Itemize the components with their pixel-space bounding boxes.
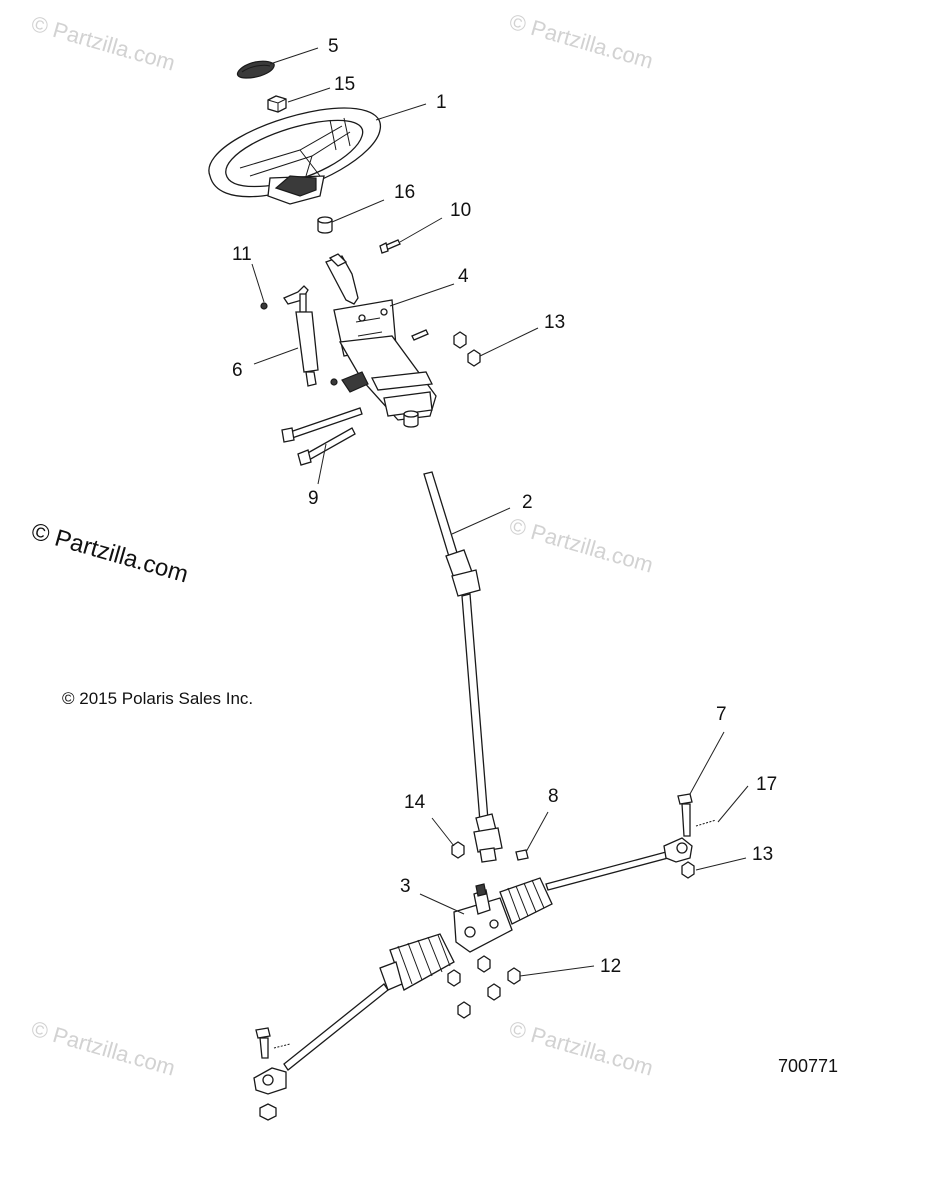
part-9-long-bolts — [281, 407, 363, 466]
copyright-text: © 2015 Polaris Sales Inc. — [62, 689, 253, 708]
watermark-mid-right: © Partzilla.com — [507, 513, 656, 578]
part-14-nut — [451, 841, 465, 859]
callout-2: 2 — [522, 492, 533, 513]
callout-13-upper: 13 — [544, 312, 565, 333]
watermark-bottom-right: © Partzilla.com — [507, 1016, 656, 1081]
callout-14: 14 — [404, 792, 426, 813]
part-13-upper-nuts — [453, 331, 481, 367]
part-12-nuts — [447, 955, 521, 1019]
callout-10: 10 — [450, 200, 471, 221]
callout-9: 9 — [308, 488, 319, 509]
diagram-number: 700771 — [778, 1056, 838, 1076]
watermark-top-left: © Partzilla.com — [29, 11, 178, 76]
part-7-lower-bolt — [255, 1027, 291, 1059]
watermark-mid-left: © Partzilla.com — [28, 518, 191, 589]
part-7-bolt — [677, 793, 693, 837]
part-17-cotter-pin — [695, 819, 717, 827]
watermark-bottom-left: © Partzilla.com — [29, 1016, 178, 1081]
part-1-steering-wheel — [208, 107, 382, 205]
part-16-lower-bushing — [403, 410, 419, 428]
part-16-bushing — [317, 216, 333, 234]
part-3-steering-rack — [253, 837, 693, 1095]
callout-13-lower: 13 — [752, 844, 773, 865]
callout-4: 4 — [458, 266, 469, 287]
part-15-nut — [267, 95, 287, 113]
watermark-top-right: © Partzilla.com — [507, 9, 656, 74]
leader-lines — [251, 47, 749, 977]
callout-7: 7 — [716, 704, 727, 725]
callout-5: 5 — [328, 36, 339, 57]
part-13-bottom-nut — [259, 1103, 277, 1121]
part-2-steering-shaft — [423, 471, 503, 863]
callout-17: 17 — [756, 774, 777, 795]
part-11-small-nut — [260, 302, 268, 310]
callout-11: 11 — [232, 244, 252, 265]
part-8-bolt — [515, 849, 529, 861]
callout-15: 15 — [334, 74, 355, 95]
callout-6: 6 — [232, 360, 243, 381]
callout-3: 3 — [400, 876, 411, 897]
callout-8: 8 — [548, 786, 559, 807]
callout-16: 16 — [394, 182, 415, 203]
part-6-gas-strut — [283, 285, 319, 387]
part-10-bolt — [379, 239, 401, 254]
callout-1: 1 — [436, 92, 447, 113]
part-5-horn-cap — [236, 60, 275, 79]
callout-12: 12 — [600, 956, 621, 977]
part-13-lower-nut — [681, 861, 695, 879]
part-4-column-bracket — [325, 253, 437, 421]
